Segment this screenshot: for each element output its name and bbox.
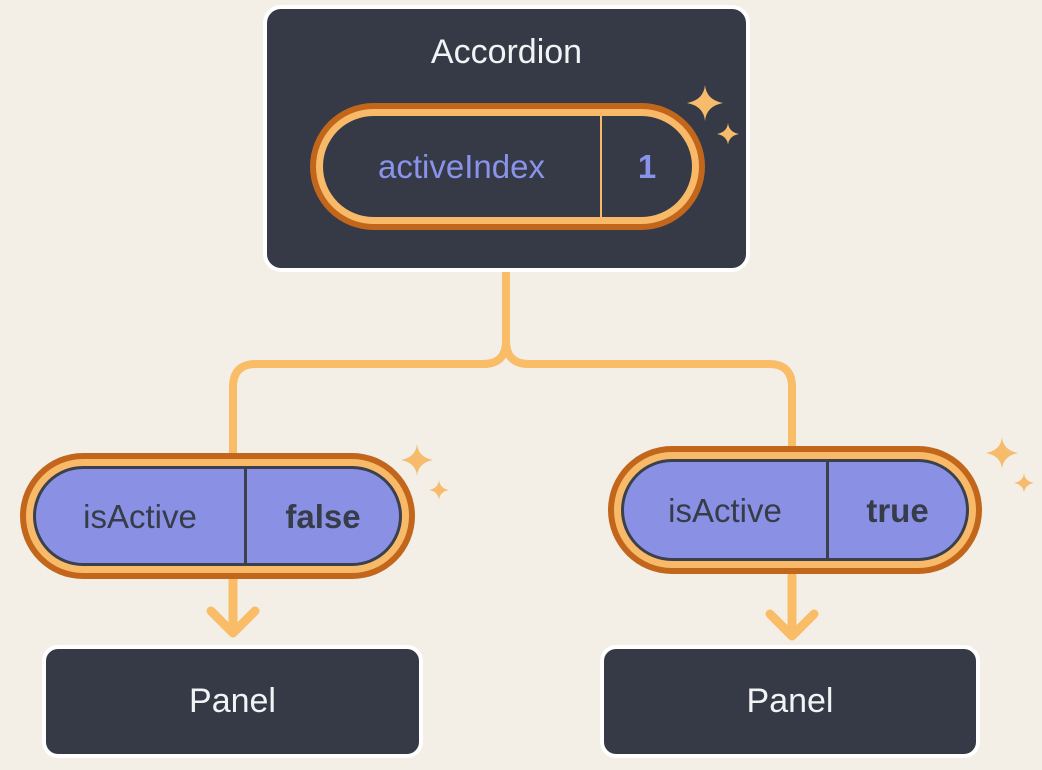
prop-name-label: isActive: [624, 462, 829, 558]
state-pill-core: activeIndex 1: [323, 116, 692, 217]
state-pill-ring: activeIndex 1: [316, 109, 699, 224]
prop-pill-ring: isActive true: [614, 452, 976, 568]
connector-left-branch: [229, 268, 510, 457]
panel-title: Panel: [189, 682, 276, 720]
component-title: Accordion: [430, 33, 583, 71]
arrow-down-icon: [206, 574, 260, 638]
prop-value-label: true: [866, 491, 929, 529]
state-value-label: 1: [637, 148, 657, 185]
panel-card-left: Panel: [42, 645, 423, 758]
prop-name-label: isActive: [36, 469, 247, 563]
panel-title: Panel: [746, 682, 834, 720]
prop-pill-left: isActive false: [20, 453, 415, 579]
prop-pill-core: isActive true: [621, 459, 969, 561]
prop-pill-ring: isActive false: [26, 459, 409, 573]
panel-card-right: Panel: [600, 645, 980, 758]
arrow-down-icon: [765, 571, 819, 641]
sparkles-icon: [986, 437, 1034, 493]
sparkles-icon: [401, 444, 449, 500]
connector-right-branch: [502, 268, 796, 450]
sparkles-icon: [687, 85, 739, 145]
prop-pill-core: isActive false: [33, 466, 402, 566]
state-name-label: activeIndex: [323, 116, 602, 217]
state-pill: activeIndex 1: [310, 103, 705, 230]
prop-value-label: false: [285, 497, 361, 535]
prop-pill-right: isActive true: [608, 446, 982, 574]
